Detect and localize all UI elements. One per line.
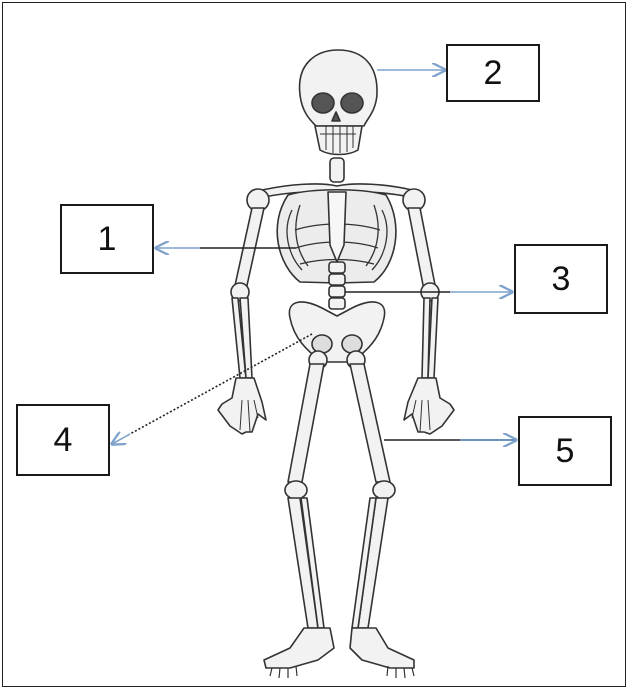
label-1-text: 1 [98,220,117,259]
left-foot [264,628,334,668]
label-5-text: 5 [556,432,575,471]
arrow-4 [112,434,130,444]
right-hand [404,378,454,434]
label-2-text: 2 [484,54,503,93]
label-3-text: 3 [552,260,571,299]
right-foot [350,628,414,668]
skull [300,50,378,155]
label-4-text: 4 [54,421,73,460]
spine [329,262,345,309]
label-box-1: 1 [60,204,154,274]
label-box-3: 3 [514,244,608,314]
label-box-4: 4 [16,404,110,476]
pelvis [289,302,384,362]
label-box-5: 5 [518,416,612,486]
right-femur [350,364,390,482]
line-4 [130,334,312,434]
left-femur [288,364,324,482]
label-box-2: 2 [446,44,540,102]
